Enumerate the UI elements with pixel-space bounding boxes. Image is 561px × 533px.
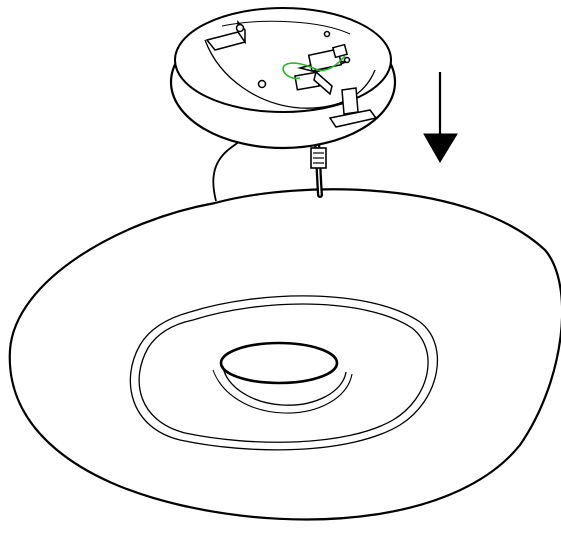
ground-wire: [282, 55, 346, 80]
terminal-block: [257, 43, 349, 96]
direction-arrow: [423, 72, 458, 163]
center-opening: [212, 341, 353, 414]
light-diffuser-ring: [129, 295, 439, 451]
mounting-bracket: [205, 20, 378, 128]
ceiling-canopy: [169, 7, 397, 150]
